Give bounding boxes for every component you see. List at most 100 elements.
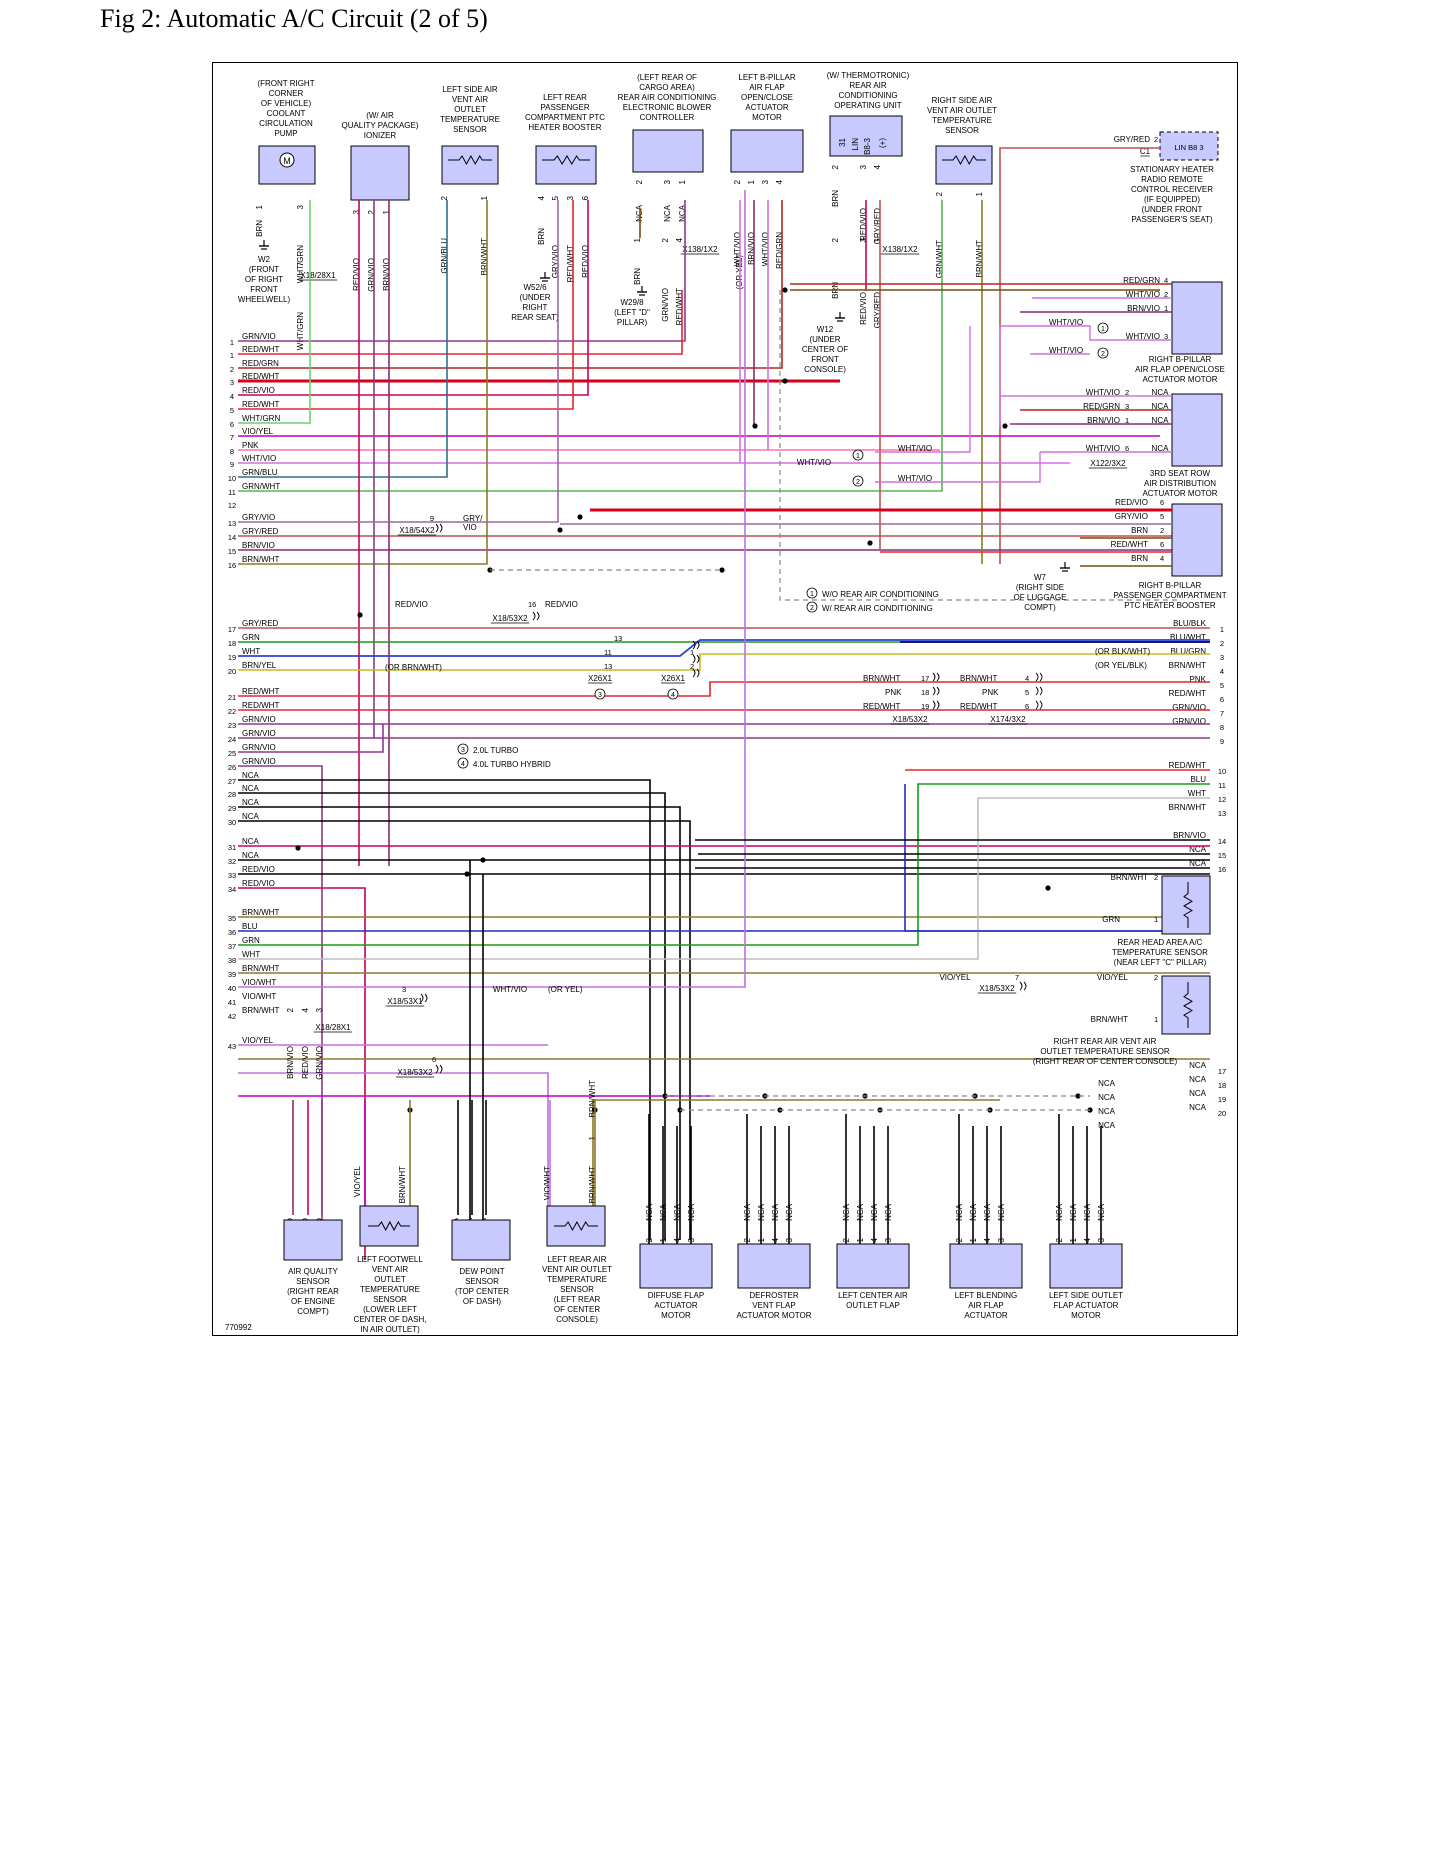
pin-number: 1 xyxy=(255,204,264,209)
connector-x18-53x2-b: X18/53X2 xyxy=(979,984,1015,993)
left-bpillar-motor-label: LEFT B-PILLAR xyxy=(738,73,795,82)
terminal-number: 4 xyxy=(230,392,234,401)
splice-dot xyxy=(1075,1093,1081,1099)
wire-color-label: NCA xyxy=(1189,859,1207,868)
wire-color-label: GRN/VIO xyxy=(1172,703,1206,712)
label: GRN xyxy=(1102,915,1120,924)
wire-color-label: BRN/VIO xyxy=(1173,831,1206,840)
wire-label: RED/VIO xyxy=(352,258,361,291)
resistor-icon xyxy=(542,155,590,165)
label: RED/WHT xyxy=(863,702,900,711)
harness-wire xyxy=(238,200,686,342)
terminal-number: 21 xyxy=(228,693,236,702)
right-bpillar-motor-box xyxy=(1171,281,1223,355)
pin-number: 3 xyxy=(296,204,305,209)
page-title: Fig 2: Automatic A/C Circuit (2 of 5) xyxy=(100,4,488,33)
label: 18 xyxy=(921,688,929,697)
wire-label: GRN/VIO xyxy=(367,258,376,292)
pin-number: 1 xyxy=(975,191,984,196)
label: 19 xyxy=(921,702,929,711)
dew-point-sensor-label: DEW POINT xyxy=(459,1267,504,1276)
terminal-number: 20 xyxy=(228,667,236,676)
terminal-number: 1 xyxy=(230,338,234,347)
motor-lead-label: NCA xyxy=(743,1203,752,1221)
terminal-number: 10 xyxy=(228,474,236,483)
wire-color-label: NCA xyxy=(242,771,260,780)
label: 6 xyxy=(1025,702,1029,711)
label: RED/WHT xyxy=(960,702,997,711)
label: WHT/VIO xyxy=(797,458,831,467)
blending-flap-label: ACTUATOR xyxy=(964,1311,1007,1320)
left-outlet-flap-label: MOTOR xyxy=(1071,1311,1101,1320)
terminal-number: 13 xyxy=(228,519,236,528)
motor-lead-label: NCA xyxy=(870,1203,879,1221)
center-flap-label: LEFT CENTER AIR xyxy=(838,1291,908,1300)
harness-wire xyxy=(238,200,943,492)
label: VIO/YEL xyxy=(1097,973,1129,982)
motor-pin-number: 2 xyxy=(1055,1237,1064,1242)
motor-lead-label: NCA xyxy=(1083,1203,1092,1221)
wire-label: RED/VIO xyxy=(301,1046,310,1079)
left-rear-vent-sensor-label: (LEFT REAR xyxy=(554,1295,601,1304)
label: WHT/VIO xyxy=(1049,318,1083,327)
wire-color-label: GRY/VIO xyxy=(242,513,275,522)
motor-pin-number: 4 xyxy=(870,1237,879,1242)
harness-wire xyxy=(238,820,691,1240)
pin-number: 4 xyxy=(775,179,784,184)
wire-label: BRN xyxy=(537,228,546,245)
terminal-number: 10 xyxy=(1218,767,1226,776)
motor-pin-number: 4 xyxy=(1083,1237,1092,1242)
ground-w52-label: RIGHT xyxy=(523,303,548,312)
terminal-number: 3 xyxy=(230,378,234,387)
wire-color-label: GRY/RED xyxy=(242,527,279,536)
motor-pin-number: 2 xyxy=(955,1237,964,1242)
motor-lead-label: NCA xyxy=(1055,1203,1064,1221)
note-1: W/O REAR AIR CONDITIONING xyxy=(822,590,939,599)
wire-label: WHT/GRN xyxy=(296,312,305,350)
terminal-number: 5 xyxy=(230,406,234,415)
wire xyxy=(875,452,1041,483)
splice-dot xyxy=(752,423,758,429)
pin-number: 1 xyxy=(480,195,489,200)
wire-label: WHT/VIO xyxy=(761,232,770,266)
label: WHT/VIO xyxy=(898,474,932,483)
label: VIO xyxy=(463,523,477,532)
rear-head-sensor-box xyxy=(1161,875,1211,935)
terminal-number: 23 xyxy=(228,721,236,730)
note-marker xyxy=(852,475,864,487)
motor-pin-number: 4 xyxy=(983,1237,992,1242)
label: 4 xyxy=(1025,674,1029,683)
wire-label: NCA xyxy=(678,204,687,222)
blending-flap-label: AIR FLAP xyxy=(968,1301,1004,1310)
third-row-motor-label: 3RD SEAT ROW xyxy=(1150,469,1211,478)
ground-w12-label: CENTER OF xyxy=(802,345,848,354)
ground-w52-label: REAR SEAT) xyxy=(511,313,559,322)
right-rear-vent-sensor-label: OUTLET TEMPERATURE SENSOR xyxy=(1040,1047,1170,1056)
label: 3 xyxy=(1125,402,1129,411)
terminal-number: 1 xyxy=(1220,625,1224,634)
pin-number: 1 xyxy=(382,209,391,214)
motor-lead-label: NCA xyxy=(842,1203,851,1221)
connector-x18-53x1: X18/53X1 xyxy=(387,997,423,1006)
connector-icon xyxy=(1019,981,1027,991)
terminal-number: 34 xyxy=(228,885,236,894)
label: NCA xyxy=(1098,1079,1116,1088)
pin-number: 2 xyxy=(935,191,944,196)
diffuse-motor-label: DIFFUSE FLAP xyxy=(648,1291,704,1300)
pin-number: 2 xyxy=(286,1007,295,1012)
ground-w7-label: OF LUGGAGE xyxy=(1014,593,1067,602)
wire-label: GRY/RED xyxy=(873,292,882,329)
splice-dot xyxy=(1045,885,1051,891)
wire-label: GRN/VIO xyxy=(661,288,670,322)
stationary-heater-label: (IF EQUIPPED) xyxy=(1144,195,1200,204)
harness-wire xyxy=(238,290,683,355)
wire-color-label: NCA xyxy=(242,798,260,807)
label: WHT/VIO xyxy=(1086,388,1120,397)
pin-number: 1 xyxy=(873,237,882,242)
terminal-number: 8 xyxy=(1220,723,1224,732)
motor-lead-label: NCA xyxy=(1069,1203,1078,1221)
stationary-heater-label: CONTROL RECEIVER xyxy=(1131,185,1213,194)
ground-w29-label: PILLAR) xyxy=(617,318,648,327)
motor-pin-number: 4 xyxy=(771,1237,780,1242)
